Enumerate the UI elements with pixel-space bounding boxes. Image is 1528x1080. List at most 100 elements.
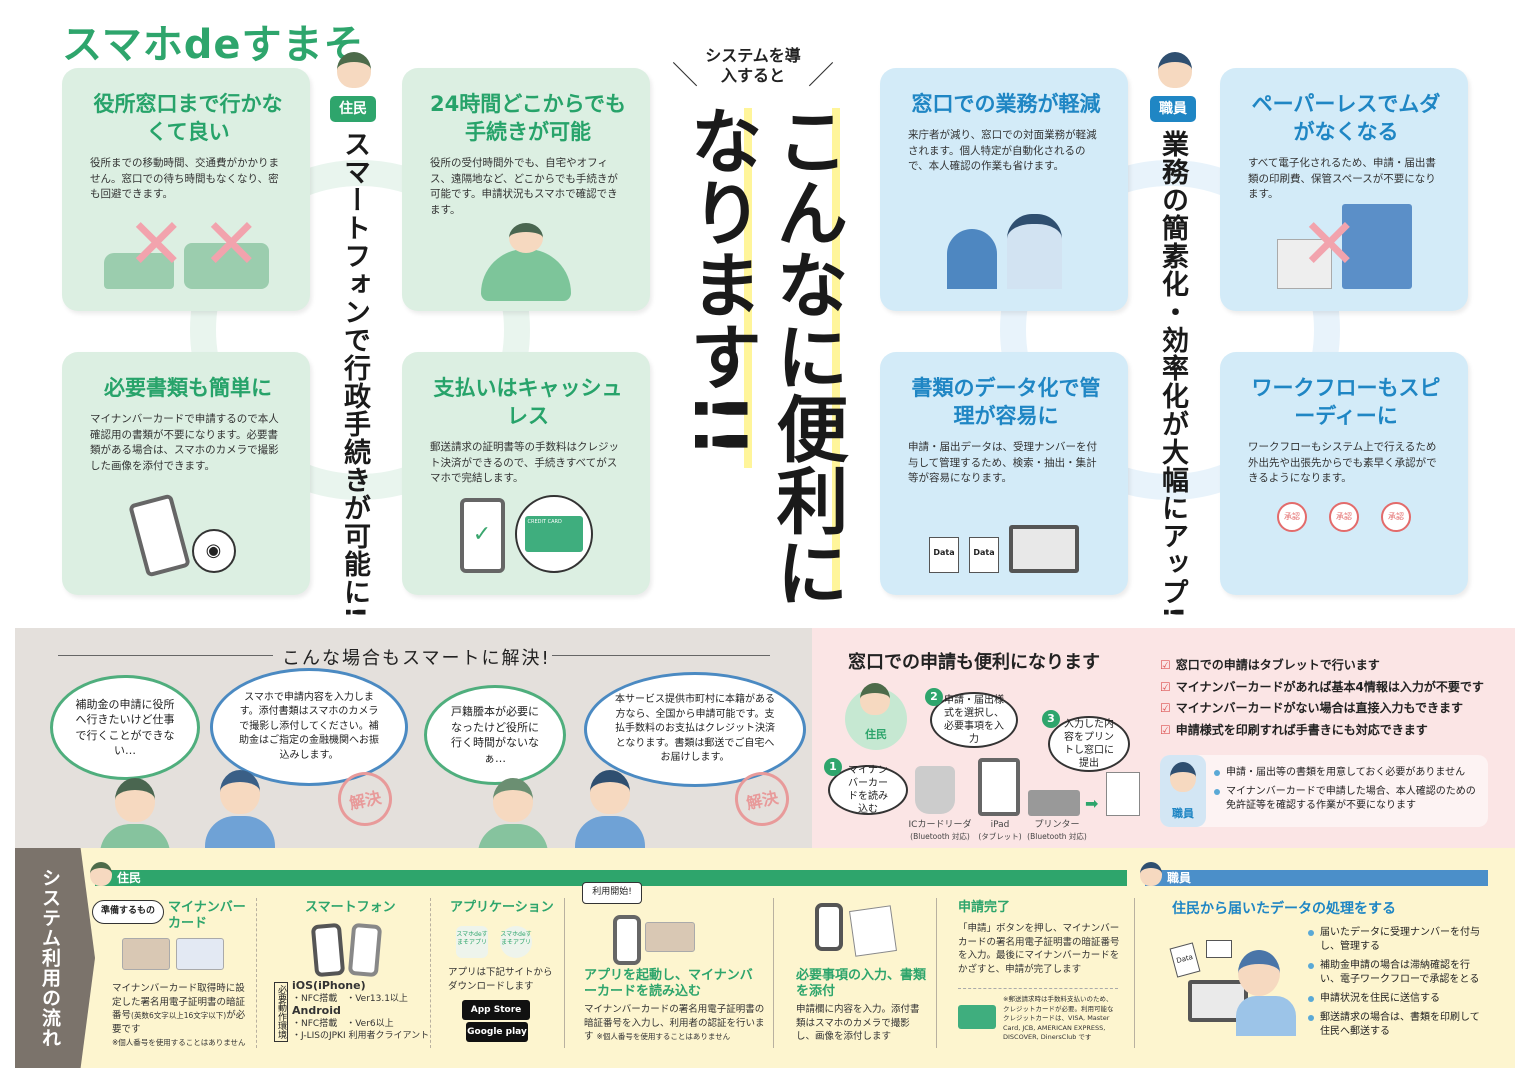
counter-staff-illustration	[920, 204, 1088, 289]
resident-avatar	[337, 52, 371, 88]
center-headline-1: こんなに便利に	[764, 104, 848, 608]
resident-badge: 住民	[330, 96, 376, 122]
step-number: 1	[824, 758, 842, 776]
credit-card-icon: CREDIT CARD	[524, 516, 583, 552]
step-number: 3	[1042, 710, 1060, 728]
benefit-card: 必要書類も簡単に マイナンバーカードで申請するので本人確認用の書類が不要になりま…	[62, 352, 310, 595]
workflow-approval-illustration: 承認 承認 承認	[1260, 502, 1428, 587]
device-sub: (Bluetooth 対応)	[910, 832, 970, 841]
checkbox-icon: ☑	[1160, 722, 1171, 737]
card-text: 来庁者が減り、窓口での対面業務が軽減されます。個人特定が自動化されるので、本人確…	[908, 129, 1097, 172]
benefit-card: 支払いはキャッシュレス 郵送請求の証明書等の手数料はクレジット決済ができるので、…	[402, 352, 650, 595]
highlight-bar	[744, 108, 752, 468]
app-title: アプリケーション	[450, 900, 554, 915]
step-arrow-divider	[564, 898, 565, 1048]
device-name: iPad	[990, 820, 1010, 830]
checklist-text: マイナンバーカードがない場合は直接入力もできます	[1175, 701, 1464, 715]
staff-laptop-illustration: Data	[1168, 940, 1298, 1036]
staff-flow-bar: 職員	[1145, 870, 1488, 886]
staff-process-item: 補助金申請の場合は滞納確認を行い、電子ワークフローで承認をとる	[1308, 959, 1488, 987]
app-store-button[interactable]: App Store	[462, 1000, 530, 1020]
documents-icon	[849, 905, 897, 957]
card-title: 24時間どこからでも手続きが可能	[430, 92, 626, 144]
smartphone-icon	[613, 915, 641, 965]
staff-points: 申請・届出等の書類を用意しておく必要がありません マイナンバーカードで申請した場…	[1214, 766, 1484, 818]
column-divider	[256, 898, 257, 1048]
card-text: 役所までの移動時間、交通費がかかりません。窓口での待ち時間もなくなり、密も回避で…	[90, 157, 279, 200]
checklist-item: ☑窓口での申請はタブレットで行います	[1160, 655, 1484, 677]
speech-bubble: 本サービス提供市町村に本籍がある方なら、全国から申請可能です。支払手数料のお支払…	[584, 672, 806, 787]
checklist-item: ☑申請様式を印刷すれば手書きにも対応できます	[1160, 720, 1484, 742]
card-text: 役所の受付時間外でも、自宅やオフィス、遠隔地など、どこからでも手続きが可能です。…	[430, 157, 618, 216]
start-title: アプリを起動し、マイナンバーカードを読み込む	[584, 968, 753, 999]
speech-bubble: スマホで申請内容を入力します。添付書類はスマホのカメラで撮影し添付してください。…	[210, 668, 408, 786]
benefit-card: 役所窓口まで行かなくて良い 役所までの移動時間、交通費がかかりません。窓口での待…	[62, 68, 310, 311]
ic-card-reader-icon	[915, 766, 955, 814]
counter-title: 窓口での申請も便利になります	[848, 652, 1100, 673]
staff-badge: 職員	[1150, 96, 1196, 122]
phone-credit-card-illustration: ✓ CREDIT CARD	[442, 488, 610, 573]
resident-flow-bar: 住民	[95, 870, 1127, 886]
data-file-icon: Data	[929, 537, 959, 573]
smartphone-title: スマートフォン	[305, 900, 396, 915]
data-file-icon: Data	[1169, 942, 1201, 978]
staff-face	[1170, 762, 1196, 792]
card-title: 支払いはキャッシュレス	[433, 376, 623, 428]
tablet-icon	[978, 758, 1020, 816]
resident-face	[860, 683, 890, 715]
mail-icon	[1206, 940, 1232, 958]
card-text: 申請・届出データは、受理ナンバーを付与して管理するため、検索・抽出・集計等が容易…	[908, 441, 1097, 484]
checklist: ☑窓口での申請はタブレットで行います ☑マイナンバーカードがあれば基本4情報は入…	[1160, 655, 1484, 741]
mynumber-desc: マイナンバーカード取得時に設定した署名用電子証明書の暗証番号	[112, 983, 246, 1021]
speech-bubble: 戸籍謄本が必要になったけど役所に行く時間がないなぁ…	[424, 685, 566, 785]
device-caption: ICカードリーダ (Bluetooth 対応)	[905, 820, 975, 843]
flow-tab-label: システム利用の流れ	[39, 868, 61, 1048]
checklist-text: 窓口での申請はタブレットで行います	[1175, 658, 1380, 672]
resident-headline: スマートフォンで行政手続きが可能に!	[339, 130, 370, 620]
step-bubble: マイナンバーカードを読み込む	[828, 765, 908, 815]
checkbox-icon: ☑	[1160, 701, 1171, 715]
approve-stamp-icon: 承認	[1277, 502, 1307, 532]
google-play-button[interactable]: Google play	[466, 1022, 528, 1042]
checklist-text: マイナンバーカードがあれば基本4情報は入力が不要です	[1175, 679, 1484, 694]
flow-tab	[15, 848, 95, 1068]
android-requirements: ・NFC搭載 ・Ver6以上	[292, 1018, 394, 1029]
device-caption: プリンター(Bluetooth 対応)	[1022, 820, 1092, 843]
arrow-right-icon: ➡	[1085, 794, 1099, 813]
smartphone-icon	[310, 922, 346, 978]
divider-line	[958, 988, 1118, 989]
ios-label: iOS(iPhone)	[292, 979, 366, 992]
column-divider	[430, 898, 431, 1048]
done-note: ※郵送請求時は手数料支払いのため、クレジットカードが必要。利用可能なクレジットカ…	[1003, 995, 1114, 1041]
input-title: 必要事項の入力、書類を添付	[796, 968, 927, 999]
mynumber-card-back-icon	[176, 938, 224, 970]
form-document-icon	[1106, 772, 1140, 816]
card-text: すべて電子化されるため、申請・届出書類の印刷費、保管スペースが不要になります。	[1248, 157, 1436, 200]
phone-camera-illustration: ◉	[102, 488, 270, 578]
benefit-card: ワークフローもスピーディーに ワークフローもシステム上で行えるため外出先や出張先…	[1220, 352, 1468, 595]
staff-point: マイナンバーカードで申請した場合、本人確認のための免許証等を確認する作業が不要に…	[1214, 785, 1484, 813]
env-details: iOS(iPhone) ・NFC搭載 ・Ver13.1以上 Android ・N…	[292, 979, 442, 1043]
mynumber-desc2: が必要です	[112, 1010, 246, 1035]
resident-label: 住民	[865, 728, 887, 741]
mynumber-note: ※個人番号を使用することはありません	[112, 1038, 246, 1047]
camera-icon: ◉	[191, 529, 236, 573]
staff-process-item: 郵送請求の場合は、書類を印刷して住民へ郵送する	[1308, 1011, 1488, 1039]
mynumber-card-icon	[645, 922, 695, 952]
mynumber-title: マイナンバーカード	[168, 900, 246, 931]
paper-binders-crossed-illustration: ✕	[1260, 204, 1428, 289]
laptop-icon	[1009, 525, 1079, 573]
speech-bubble: 補助金の申請に役所へ行きたいけど仕事で行くことができない…	[50, 675, 200, 780]
device-caption: iPad (タブレット)	[970, 820, 1030, 843]
device-sub: (タブレット)	[978, 832, 1022, 841]
device-name: ICカードリーダ	[908, 820, 972, 830]
android-extra: ・J-LISのJPKI 利用者クライアント	[292, 1031, 430, 1041]
app-icon: スマホdeすまそアプリ	[456, 926, 488, 958]
start-text: マイナンバーカードの署名用電子証明書の暗証番号を入力し、利用者の認証を行います …	[584, 1003, 766, 1044]
staff-headline: 業務の簡素化・効率化が大幅にアップ!	[1157, 130, 1188, 620]
credit-card-icon	[958, 1005, 996, 1029]
benefit-card: 窓口での業務が軽減 来庁者が減り、窓口での対面業務が軽減されます。個人特定が自動…	[880, 68, 1128, 311]
card-title: 必要書類も簡単に	[104, 376, 272, 400]
approve-stamp-icon: 承認	[1329, 502, 1359, 532]
mynumber-text: マイナンバーカード取得時に設定した署名用電子証明書の暗証番号(英数6文字以上16…	[112, 982, 252, 1050]
